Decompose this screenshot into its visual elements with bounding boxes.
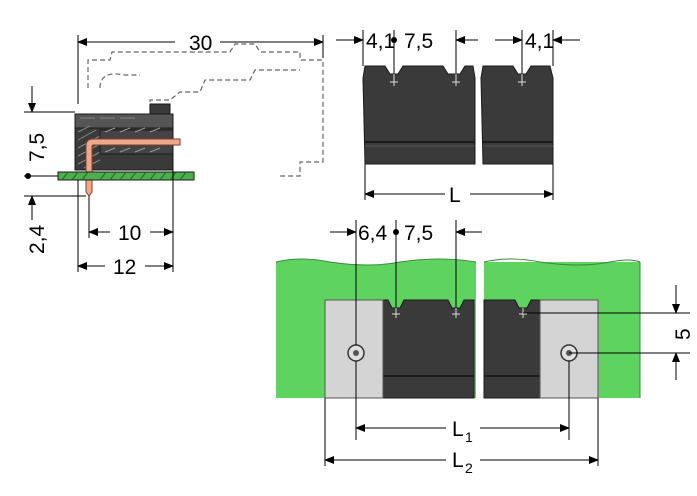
screw-left <box>347 344 365 362</box>
top-view: 4,1 7,5 4,1 L <box>336 30 580 207</box>
dim-height: 7,5 <box>26 133 49 162</box>
dim-base-depth: 12 <box>113 256 136 279</box>
dim-flange-height: 5 <box>672 328 695 340</box>
dim-flange-pitch: 7,5 <box>404 222 433 245</box>
dim-length: L <box>449 184 461 207</box>
dim-length-2-sub: 2 <box>465 460 473 476</box>
flange-housing-right <box>483 299 541 399</box>
dim-flange-edge-left: 6,4 <box>358 222 388 245</box>
dim-overall-length: 30 <box>189 32 212 55</box>
housing-block-right <box>480 65 554 165</box>
mating-plug-outline <box>87 43 324 177</box>
dim-edge-left: 4,1 <box>366 30 395 53</box>
flange-housing-left <box>382 299 475 399</box>
flange-view: 6,4 7,5 5 L 1 L 2 <box>275 220 695 476</box>
dim-length-1-sub: 1 <box>465 429 473 445</box>
dim-pin-below-pcb: 2,4 <box>26 224 49 254</box>
dim-pitch: 7,5 <box>404 30 433 53</box>
pin-side <box>85 138 181 197</box>
dim-edge-right: 4,1 <box>525 30 554 53</box>
dim-length-1: L <box>452 418 464 441</box>
dim-pin-offset: 10 <box>118 222 141 245</box>
housing-block-left <box>362 65 476 165</box>
dim-length-2: L <box>452 449 464 472</box>
side-view: 30 7,5 2,4 10 12 <box>24 32 324 279</box>
